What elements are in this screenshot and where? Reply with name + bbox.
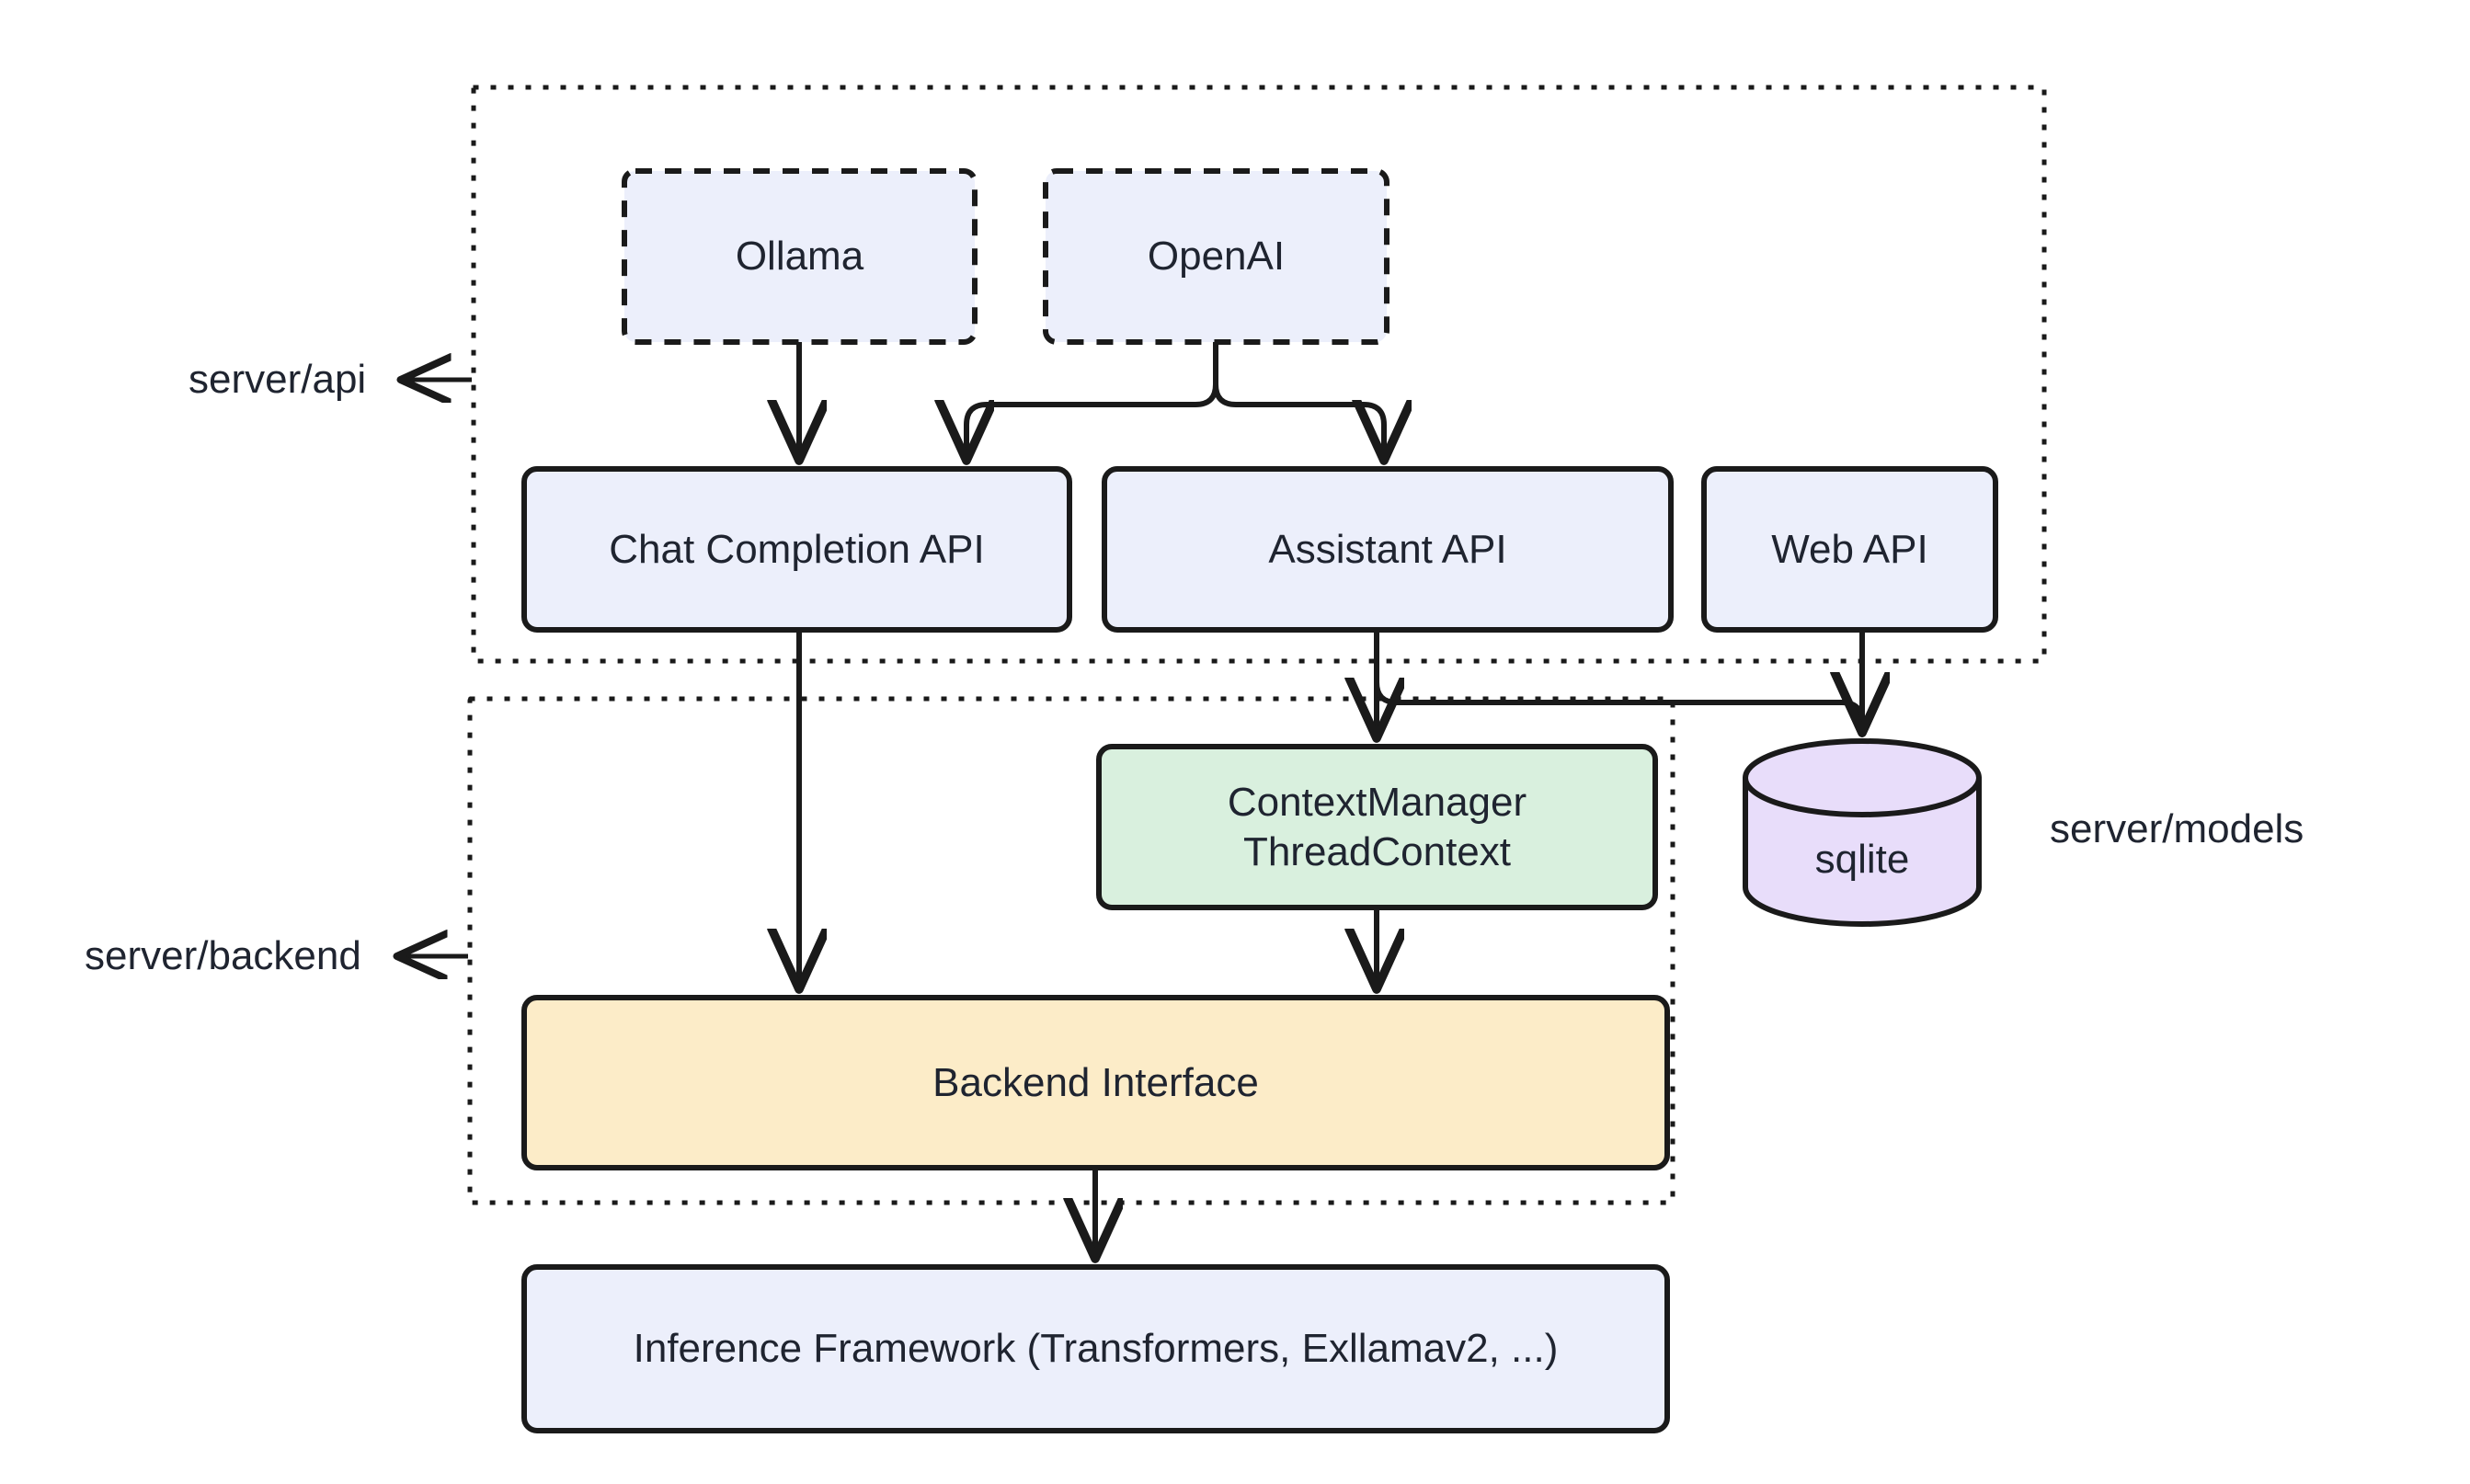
node-context-manager[interactable]	[1096, 744, 1658, 910]
group-label-server-api: server/api	[189, 357, 367, 402]
edge-openai-to-assistant-api	[1213, 383, 1384, 458]
group-label-server-backend: server/backend	[85, 933, 361, 978]
edge-openai-to-chat-completion-api	[966, 383, 1218, 458]
group-label-server-models: server/models	[2050, 806, 2304, 851]
node-ollama[interactable]	[622, 168, 978, 345]
group-api-border	[471, 85, 2047, 664]
node-openai[interactable]	[1043, 168, 1389, 345]
node-sqlite[interactable]	[1743, 738, 1982, 927]
node-assistant-api[interactable]	[1102, 466, 1674, 633]
node-backend-interface[interactable]	[521, 995, 1670, 1170]
edge-assistant-api-to-sqlite	[1374, 630, 1862, 730]
node-chat-completion-api[interactable]	[521, 466, 1072, 633]
node-web-api[interactable]	[1701, 466, 1998, 633]
node-inference-framework[interactable]	[521, 1264, 1670, 1433]
